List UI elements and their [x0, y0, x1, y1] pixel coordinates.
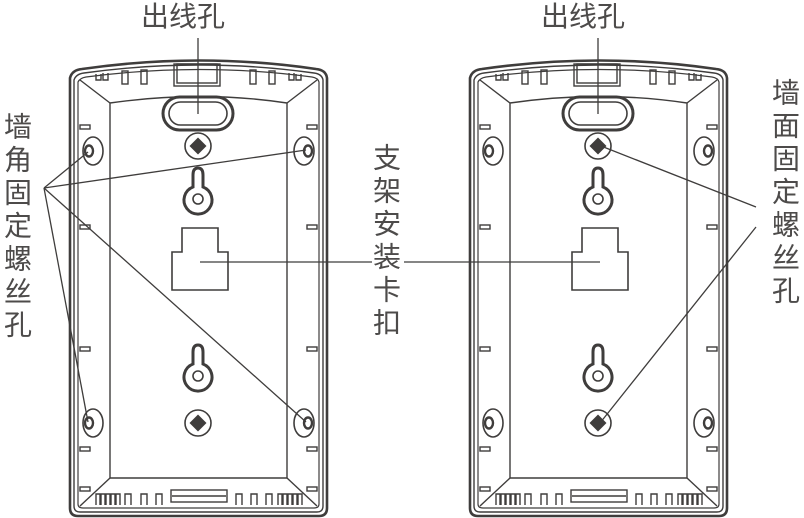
callout-lines	[43, 38, 757, 424]
wall-screw-holes-label: 墙面固定螺丝孔	[768, 78, 801, 309]
cable-hole-label-right: 出线孔	[541, 0, 626, 33]
cable-hole-label-left: 出线孔	[141, 0, 226, 33]
corner-screw-holes-label: 墙角固定螺丝孔	[0, 112, 33, 343]
bracket-clip-label: 支架安装卡扣	[369, 143, 402, 341]
right-housing	[468, 59, 729, 518]
left-housing	[68, 59, 329, 518]
